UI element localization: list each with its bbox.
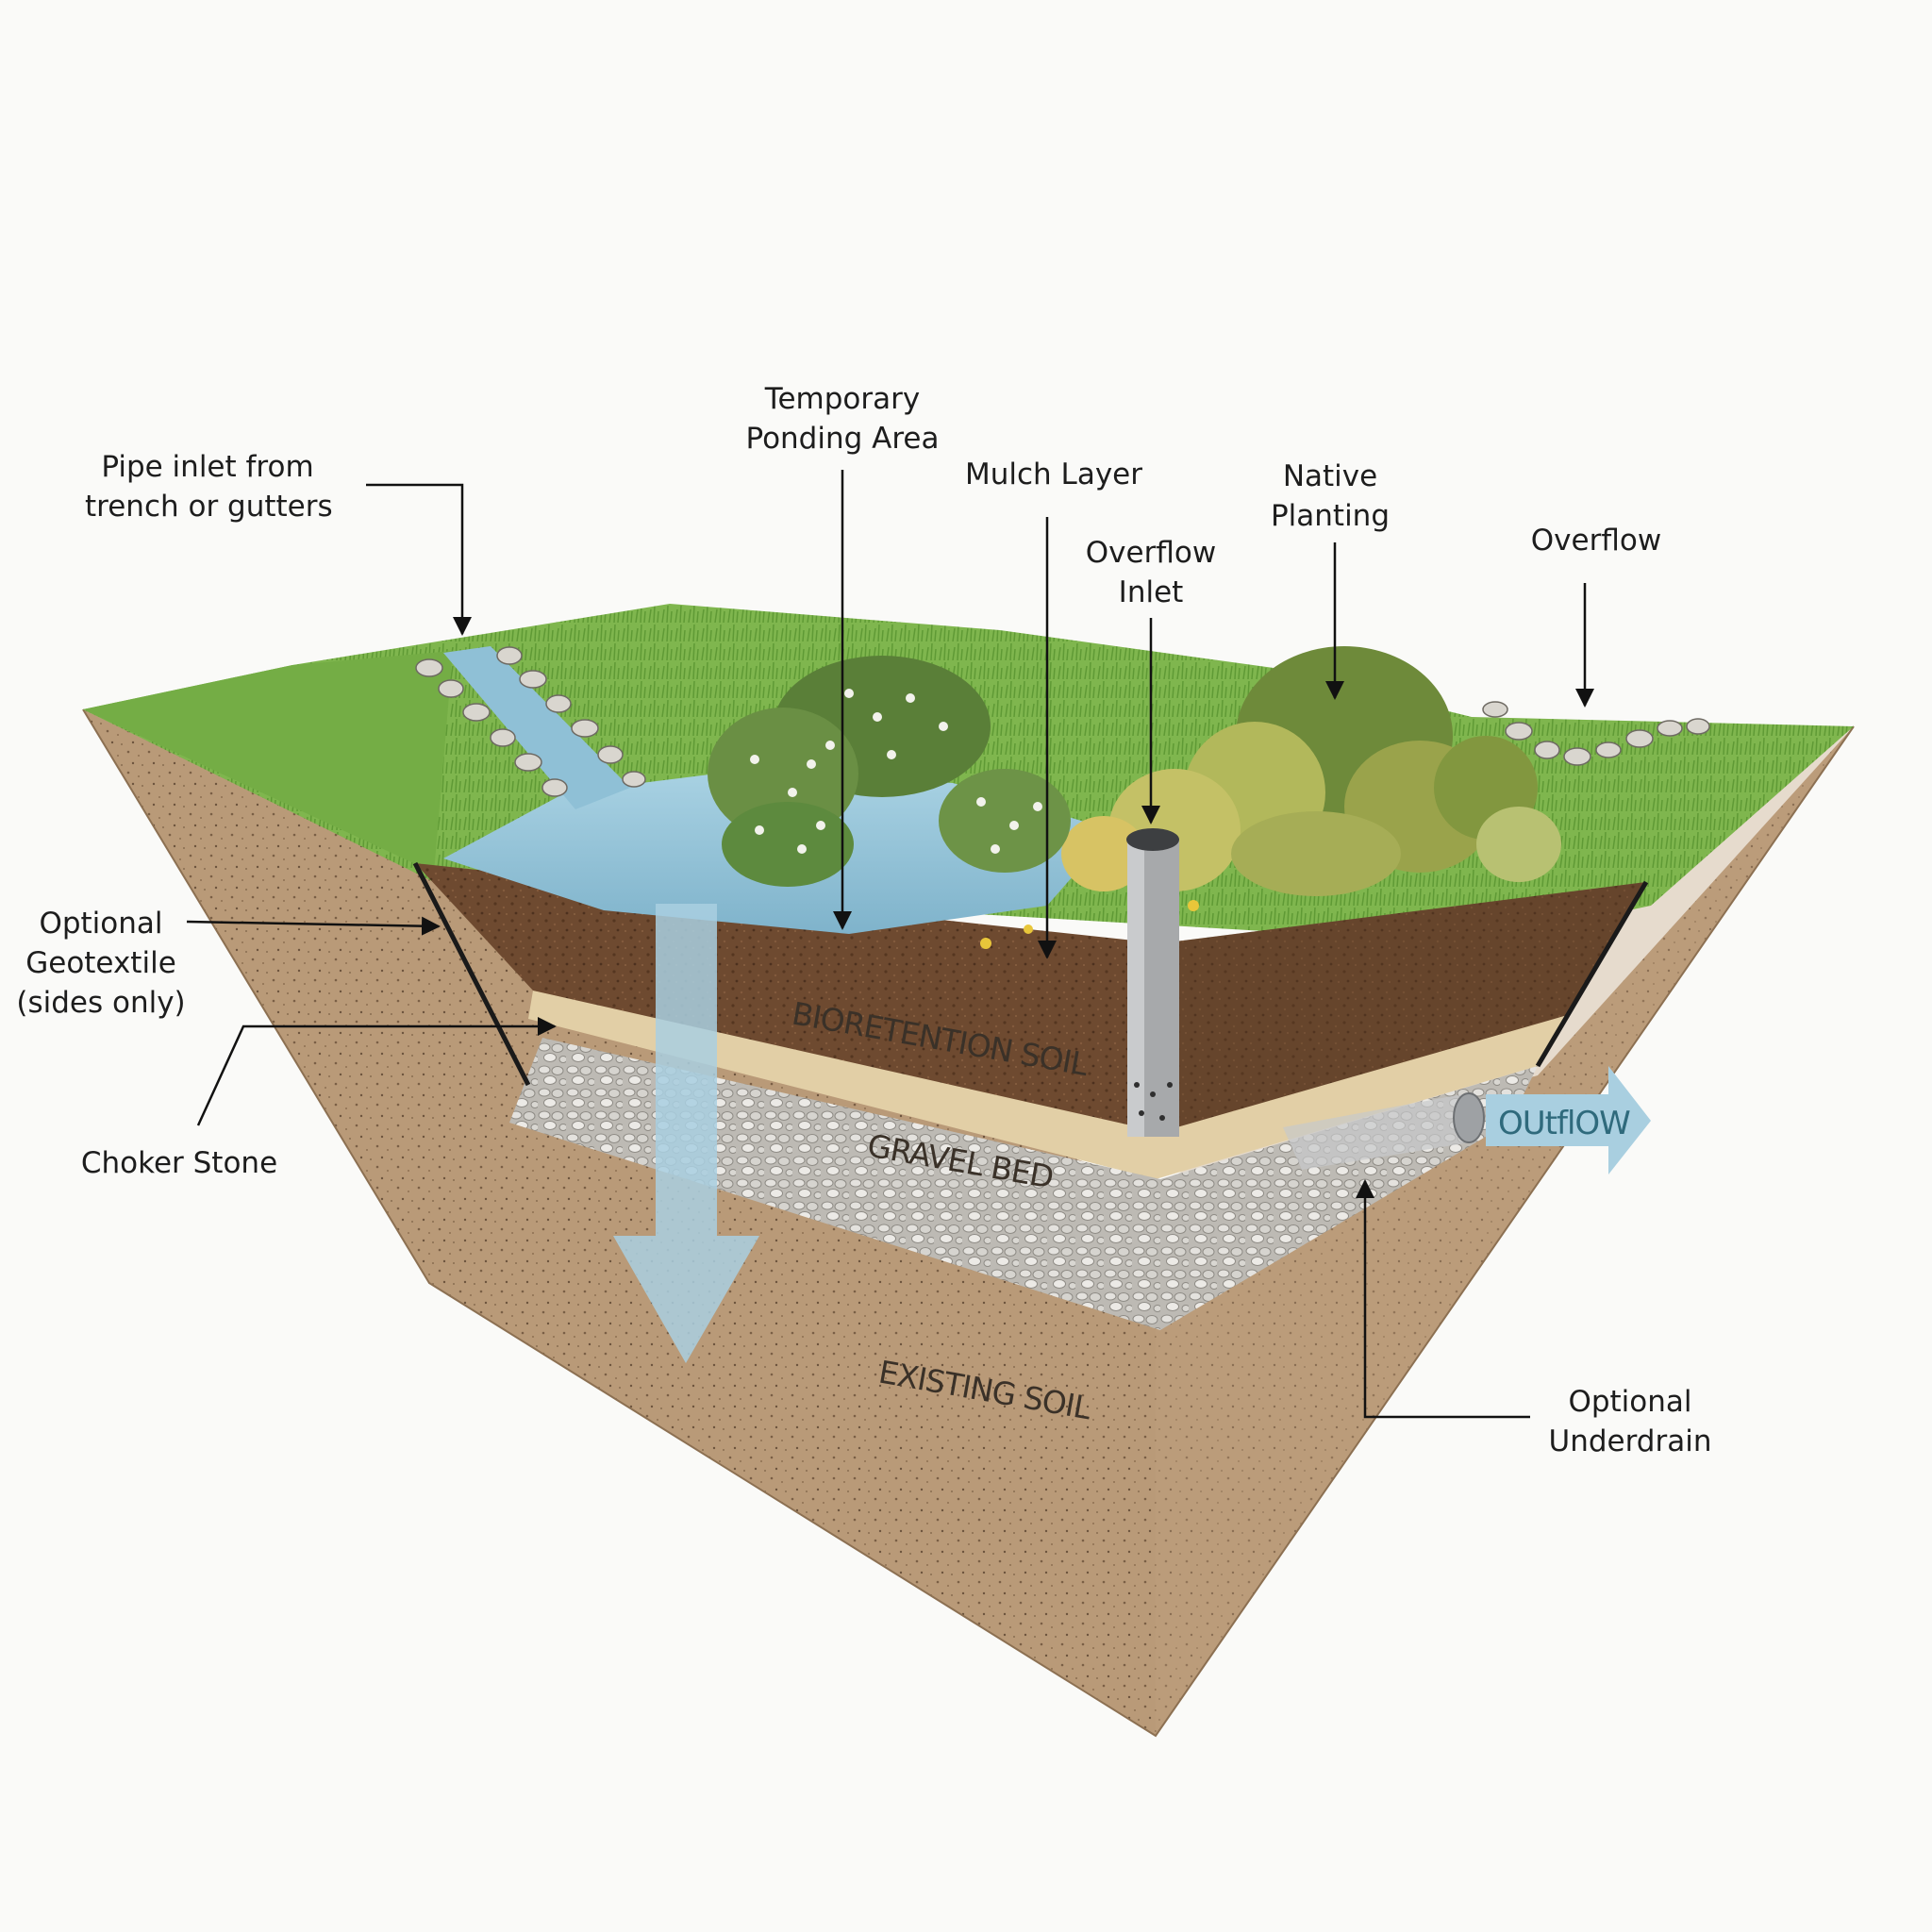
pipe-inlet-line-2: trench or gutters xyxy=(85,490,333,524)
ponding-line-2: Ponding Area xyxy=(745,422,940,456)
existing-soil-block xyxy=(82,708,1855,1738)
geotextile-line-3: (sides only) xyxy=(16,986,186,1020)
overflow-line-1: Overflow xyxy=(1530,524,1662,558)
overflow-swale xyxy=(1482,701,1710,766)
overflow-inlet-line-2: Inlet xyxy=(1118,575,1184,609)
geotextile-left xyxy=(412,861,531,1087)
leader-lines xyxy=(186,470,1594,1419)
flowering-shrubs xyxy=(708,656,1199,949)
mulch-line-1: Mulch Layer xyxy=(965,458,1142,491)
pipe-inlet-line-1: Pipe inlet from xyxy=(101,450,314,484)
geotextile-right xyxy=(1535,880,1649,1068)
geotextile-line-1: Optional xyxy=(39,907,163,941)
choker-line-1: Choker Stone xyxy=(80,1146,278,1180)
leader-geotextile xyxy=(186,916,441,936)
leader-choker xyxy=(196,1017,557,1126)
native-planting-line-1: Native xyxy=(1282,459,1378,493)
underdrain-line-1: Optional xyxy=(1568,1385,1692,1419)
native-planting-line-2: Planting xyxy=(1270,499,1391,533)
leader-pipe-inlet xyxy=(366,483,472,636)
geotextile-line-2: Geotextile xyxy=(25,946,176,980)
pipe-inlet-channel xyxy=(415,646,646,809)
leader-underdrain xyxy=(1356,1179,1530,1419)
bioretention-soil xyxy=(415,863,1646,1132)
ponding-line-1: Temporary xyxy=(764,382,921,416)
overflow-inlet-line-1: Overflow xyxy=(1085,536,1217,570)
underdrain-line-2: Underdrain xyxy=(1548,1424,1712,1458)
infiltration-arrow xyxy=(613,904,759,1363)
underdrain-pipe xyxy=(1283,1092,1485,1170)
outflow-label: OUtflOW xyxy=(1498,1105,1630,1142)
outflow-arrow xyxy=(1486,1066,1651,1174)
overflow-inlet-pipe xyxy=(1126,828,1179,1137)
